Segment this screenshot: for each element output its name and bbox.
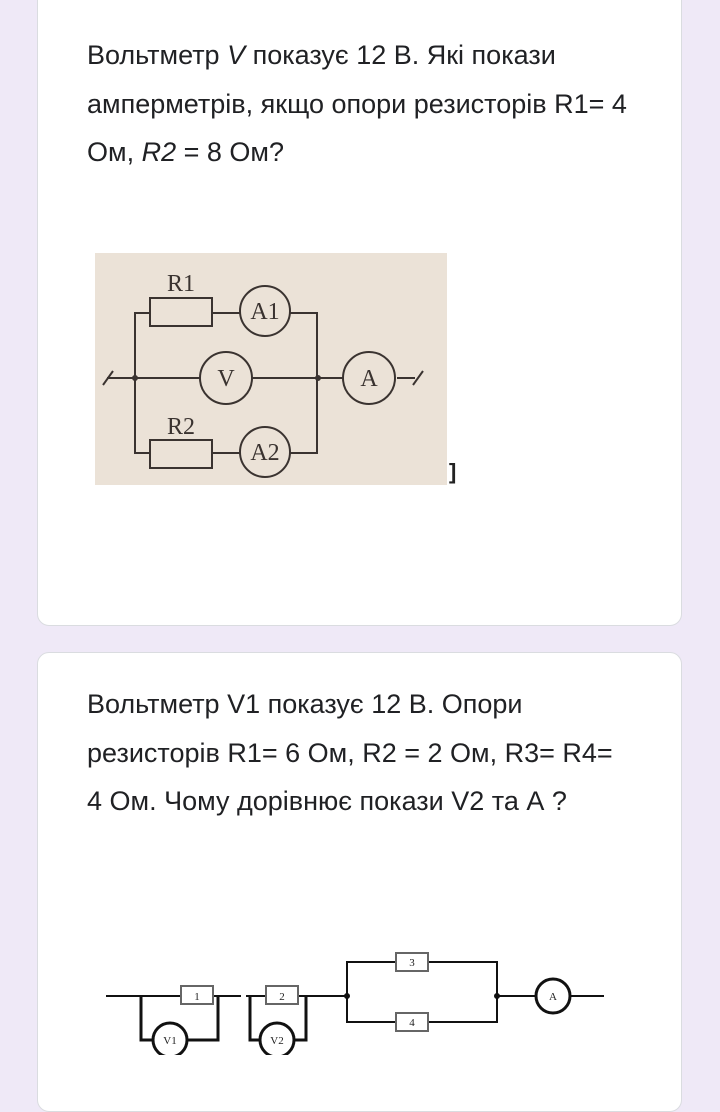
question-card-1: Вольтметр V показує 12 В. Які покази амп… — [37, 0, 682, 626]
label-r2: 2 — [279, 991, 285, 1003]
label-v1: V1 — [163, 1035, 176, 1047]
label-r3: 3 — [409, 957, 415, 969]
label-v2: V2 — [270, 1035, 283, 1047]
label-a: A — [360, 366, 378, 392]
label-a1: A1 — [250, 299, 279, 325]
circuit-diagram-1: R1 R2 A1 A2 V A — [95, 253, 447, 485]
label-r1: R1 — [167, 271, 195, 297]
label-r4: 4 — [409, 1017, 415, 1029]
question-card-2: Вольтметр V1 показує 12 В. Опори резисто… — [37, 652, 682, 1112]
label-r1: 1 — [194, 991, 200, 1003]
circuit-diagram-2: 1 2 3 4 V1 V2 A — [106, 945, 611, 1059]
question-text-1: Вольтметр V показує 12 В. Які покази амп… — [87, 40, 627, 167]
label-a2: A2 — [250, 440, 279, 466]
label-r2: R2 — [167, 414, 195, 440]
trailing-mark: ] — [449, 459, 457, 484]
label-a: A — [549, 991, 557, 1003]
label-v: V — [217, 366, 235, 392]
question-text-2: Вольтметр V1 показує 12 В. Опори резисто… — [87, 689, 613, 816]
